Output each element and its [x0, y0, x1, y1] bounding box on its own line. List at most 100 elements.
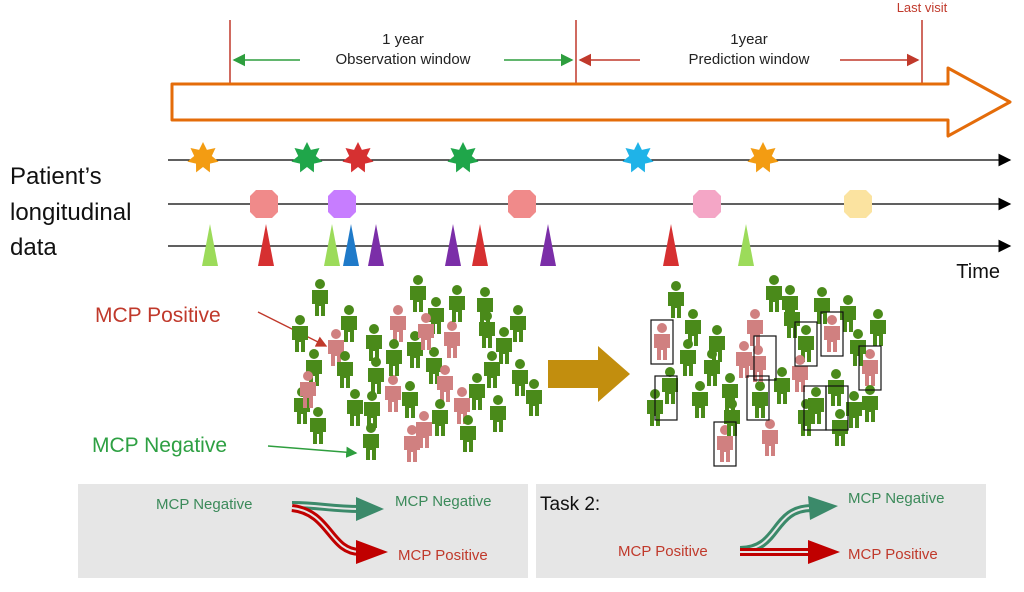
- triangle-event-5: [445, 224, 461, 266]
- octagon-event-3: [693, 190, 721, 218]
- person-figure: [766, 275, 782, 312]
- person-figure: [762, 419, 778, 456]
- triangle-event-0: [202, 224, 218, 266]
- person-figure: [347, 389, 363, 426]
- person-figure: [747, 309, 763, 346]
- person-figure: [366, 324, 382, 361]
- person-figure: [526, 379, 542, 416]
- data-label-line2: longitudinal: [10, 199, 131, 226]
- star-event-2: [342, 142, 374, 173]
- highlight-box: [654, 375, 678, 421]
- highlight-box: [746, 375, 770, 421]
- octagon-event-0: [250, 190, 278, 218]
- person-figure: [704, 349, 720, 386]
- task1-target-negative: MCP Negative: [395, 493, 491, 510]
- person-figure: [512, 359, 528, 396]
- task1-negative-flow: [291, 497, 384, 521]
- cohort-before: [292, 275, 542, 462]
- transition-arrow: [548, 346, 630, 402]
- data-label-line3: data: [10, 234, 57, 261]
- highlight-box: [794, 321, 818, 367]
- star-event-5: [747, 142, 779, 173]
- task2-target-positive: MCP Positive: [848, 546, 938, 563]
- last-visit-label: Last visit: [897, 0, 948, 15]
- task2-target-negative: MCP Negative: [848, 490, 944, 507]
- task1-positive-flow: [291, 504, 388, 564]
- person-figure: [385, 375, 401, 412]
- triangle-event-7: [540, 224, 556, 266]
- person-figure: [496, 327, 512, 364]
- star-event-3: [447, 142, 479, 173]
- person-figure: [341, 305, 357, 342]
- person-figure: [363, 423, 379, 460]
- triangle-event-8: [663, 224, 679, 266]
- person-figure: [432, 399, 448, 436]
- person-figure: [368, 357, 384, 394]
- star-events: [187, 142, 779, 173]
- highlight-box: [858, 345, 882, 391]
- person-figure: [469, 373, 485, 410]
- person-figure: [662, 367, 678, 404]
- person-figure: [390, 305, 406, 342]
- prediction-window-label-line2: Prediction window: [689, 51, 810, 68]
- triangle-event-1: [258, 224, 274, 266]
- time-block-arrow: [170, 66, 1012, 138]
- highlight-box: [650, 319, 674, 365]
- person-figure: [410, 275, 426, 312]
- mcp-negative-label: MCP Negative: [92, 434, 227, 457]
- task1-target-positive: MCP Positive: [398, 547, 488, 564]
- person-figure: [310, 407, 326, 444]
- task2-source: MCP Positive: [618, 543, 708, 560]
- star-event-4: [622, 142, 654, 173]
- cohort-after: [647, 275, 886, 467]
- prediction-window-label-line1: 1year: [730, 31, 768, 48]
- person-figure: [752, 381, 768, 418]
- highlight-box: [753, 335, 777, 381]
- person-figure: [692, 381, 708, 418]
- task2-panel: [536, 484, 986, 578]
- triangle-events: [202, 224, 754, 266]
- person-figure: [364, 391, 380, 428]
- person-figure: [510, 305, 526, 342]
- negative-pointer-arrow: [267, 445, 358, 458]
- person-figure: [870, 309, 886, 346]
- task1-panel: [78, 484, 528, 578]
- observation-window-label-line2: Observation window: [335, 51, 470, 68]
- person-figure: [736, 341, 752, 378]
- person-figure: [292, 315, 308, 352]
- mcp-positive-label: MCP Positive: [95, 304, 221, 327]
- triangle-event-4: [368, 224, 384, 266]
- person-figure: [449, 285, 465, 322]
- highlight-box: [713, 421, 737, 467]
- highlight-box: [825, 385, 849, 431]
- person-figure: [490, 395, 506, 432]
- person-figure: [444, 321, 460, 358]
- person-figure: [668, 281, 684, 318]
- window-markers: [229, 20, 923, 90]
- octagon-events: [250, 190, 872, 218]
- person-figure: [328, 329, 344, 366]
- triangle-event-2: [324, 224, 340, 266]
- task2-title: Task 2:: [540, 494, 600, 515]
- task2-positive-flow: [740, 540, 840, 564]
- observation-window-label-line1: 1 year: [382, 31, 424, 48]
- octagon-event-2: [508, 190, 536, 218]
- task1-source: MCP Negative: [156, 496, 252, 513]
- triangle-event-6: [472, 224, 488, 266]
- person-figure: [680, 339, 696, 376]
- event-axes: [168, 153, 1012, 253]
- triangle-event-9: [738, 224, 754, 266]
- person-figure: [312, 279, 328, 316]
- person-figure: [402, 381, 418, 418]
- star-event-0: [187, 142, 219, 173]
- data-label-line1: Patient’s: [10, 163, 102, 190]
- person-figure: [386, 339, 402, 376]
- triangle-event-3: [343, 224, 359, 266]
- highlight-box: [820, 311, 844, 357]
- person-figure: [862, 349, 878, 386]
- octagon-event-1: [328, 190, 356, 218]
- person-figure: [654, 323, 670, 360]
- time-axis-label: Time: [956, 261, 1000, 283]
